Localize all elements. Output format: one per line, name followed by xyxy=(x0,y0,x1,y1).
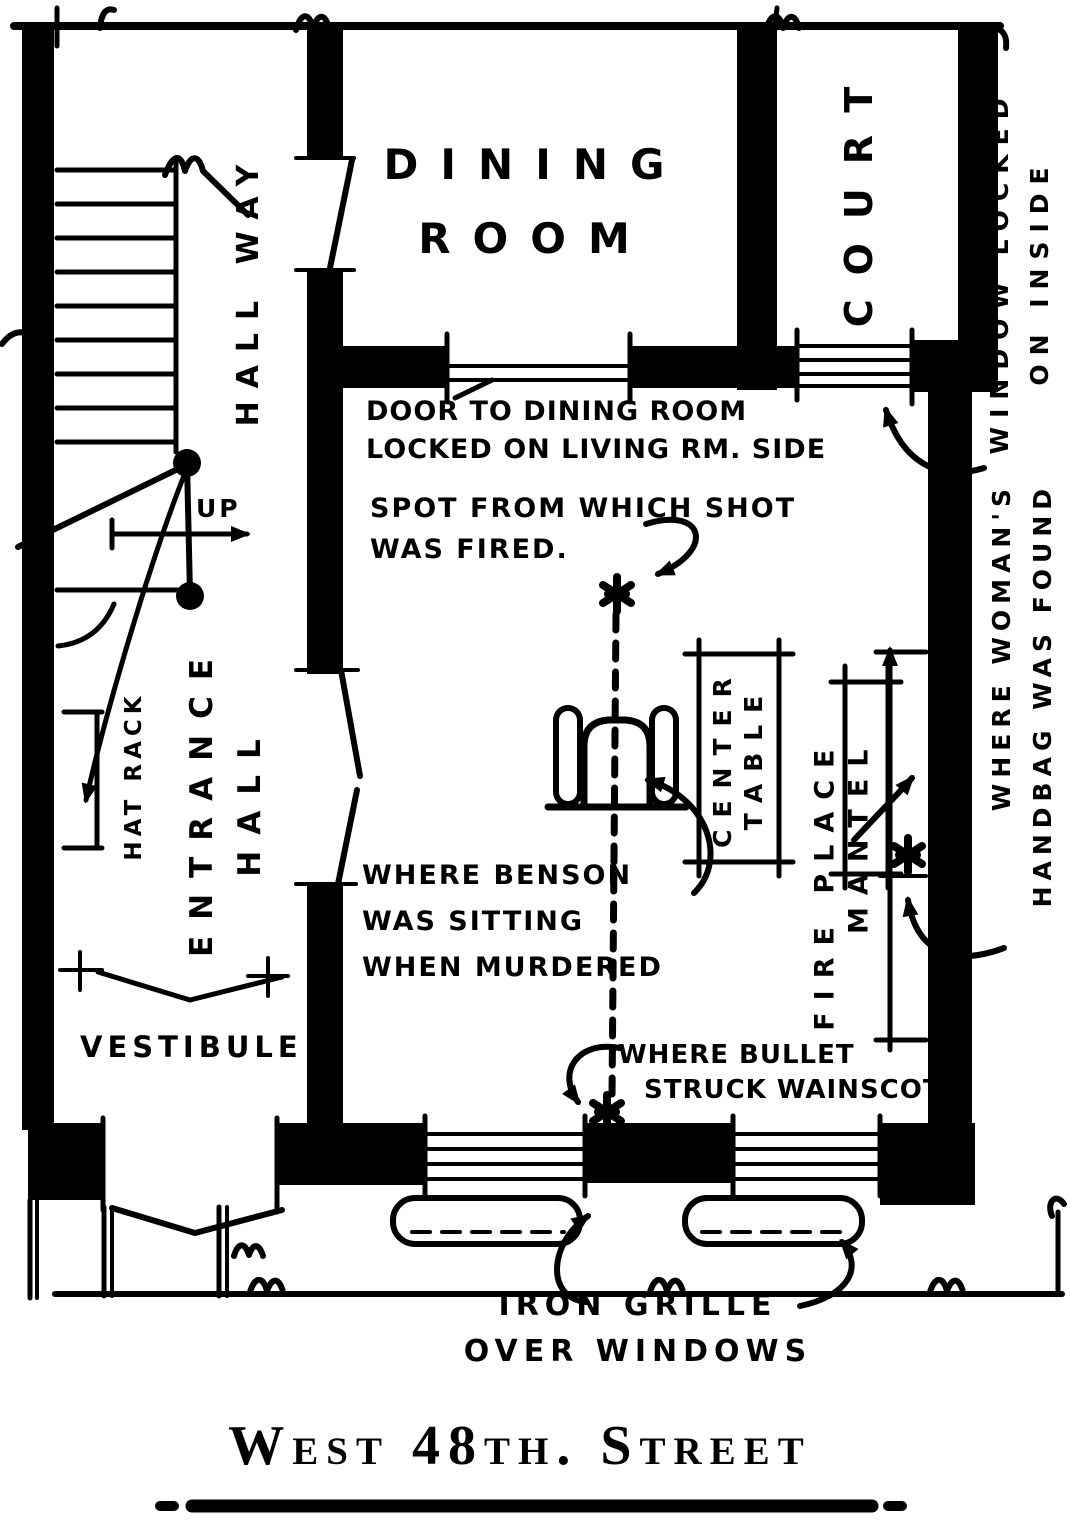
grille-arrow-left xyxy=(554,1213,592,1305)
leader-arrows xyxy=(81,406,1007,1309)
text-line: WAS FIRED. xyxy=(370,534,569,565)
text-line: DINING xyxy=(383,140,687,189)
newel-post xyxy=(173,449,201,477)
shot-spot-annotation: SPOT FROM WHICH SHOT WAS FIRED. xyxy=(370,488,796,570)
door-leaf-vestibule xyxy=(95,969,193,1003)
text-line: WHERE BENSON xyxy=(362,860,633,891)
benson-arrow xyxy=(644,776,714,896)
doors xyxy=(58,156,633,1236)
door-locked-annotation: DOOR TO DINING ROOM LOCKED ON LIVING RM.… xyxy=(366,393,826,469)
hat-rack-fixture xyxy=(61,709,105,851)
windows xyxy=(422,327,915,1199)
vestibule-label: VESTIBULE xyxy=(80,1030,303,1064)
handbag-spot-marker xyxy=(894,838,922,872)
iron-grille-annotation: IRON GRILLE OVER WINDOWS xyxy=(398,1283,878,1375)
handbag-arrow xyxy=(902,896,1007,959)
text-line: TABLE xyxy=(739,683,768,831)
text-line: OVER WINDOWS xyxy=(463,1334,813,1369)
dining-room-label: DINING ROOM xyxy=(350,128,720,276)
text-line: WINDOW LOCKED xyxy=(985,89,1014,455)
newel-post xyxy=(176,582,204,610)
bullet-trajectory-line xyxy=(608,610,620,1102)
shot-spot-marker xyxy=(603,577,631,611)
door-leaf-street xyxy=(109,1205,198,1236)
door-leaf-portiere xyxy=(338,667,363,779)
text-line: HALL xyxy=(232,723,268,877)
entrance-hall-label: ENTRANCE HALL xyxy=(178,635,274,965)
court-label: COURT xyxy=(837,62,881,328)
iron-grilles xyxy=(390,1195,865,1247)
text-line: DOOR TO DINING ROOM xyxy=(366,396,748,427)
text-line: ROOM xyxy=(418,214,652,263)
window-locked-arrow xyxy=(883,406,987,476)
stair-rail xyxy=(15,462,189,550)
center-table xyxy=(682,637,796,879)
boundary-lines xyxy=(10,22,1065,1301)
text-line: STRUCK WAINSCOT xyxy=(644,1075,942,1105)
squiggle-marks xyxy=(0,5,1067,1295)
text-line: LOCKED ON LIVING RM. SIDE xyxy=(366,434,827,465)
text-line: WHERE BULLET xyxy=(618,1040,855,1070)
handbag-annotation: WHERE WOMAN'S HANDBAG WAS FOUND xyxy=(981,483,1063,933)
bullet-annotation: WHERE BULLET STRUCK WAINSCOT xyxy=(618,1038,942,1108)
center-table-label: CENTER TABLE xyxy=(707,657,769,857)
street-title: West 48th. Street xyxy=(228,1415,812,1477)
walls xyxy=(22,24,998,1205)
text-line: IRON GRILLE xyxy=(498,1288,778,1323)
text-line: ENTRANCE xyxy=(184,643,220,957)
window-locked-annotation: WINDOW LOCKED ON INSIDE xyxy=(980,77,1060,467)
door-leaf-hall-dining xyxy=(327,157,355,271)
mantel-arrow xyxy=(851,774,915,843)
grille-arrow-right xyxy=(797,1238,859,1309)
text-line: WAS SITTING xyxy=(362,906,585,937)
door-leaf-street xyxy=(192,1207,285,1236)
text-line: ON INSIDE xyxy=(1025,158,1054,386)
text-line: SPOT FROM WHICH SHOT xyxy=(370,493,797,524)
up-label: UP xyxy=(196,494,241,523)
hat-rack-label: HAT RACK xyxy=(121,691,147,861)
text-line: HANDBAG WAS FOUND xyxy=(1028,483,1057,908)
text-line: WHEN MURDERED xyxy=(362,952,663,983)
shot-spot-arrow xyxy=(643,516,699,577)
text-line: CENTER xyxy=(708,666,737,848)
benson-annotation: WHERE BENSON WAS SITTING WHEN MURDERED xyxy=(362,853,663,991)
hall-way-label: HALL WAY xyxy=(231,151,266,427)
fireplace-mantel xyxy=(828,646,929,1053)
staircase xyxy=(15,155,251,649)
bullet-arrow xyxy=(562,1043,623,1106)
door-leader xyxy=(452,377,495,401)
door-leaf-portiere xyxy=(335,787,360,887)
benson-chair xyxy=(544,705,690,811)
text-line: WHERE WOMAN'S xyxy=(987,483,1016,812)
hat-rack-arrow xyxy=(81,465,190,804)
